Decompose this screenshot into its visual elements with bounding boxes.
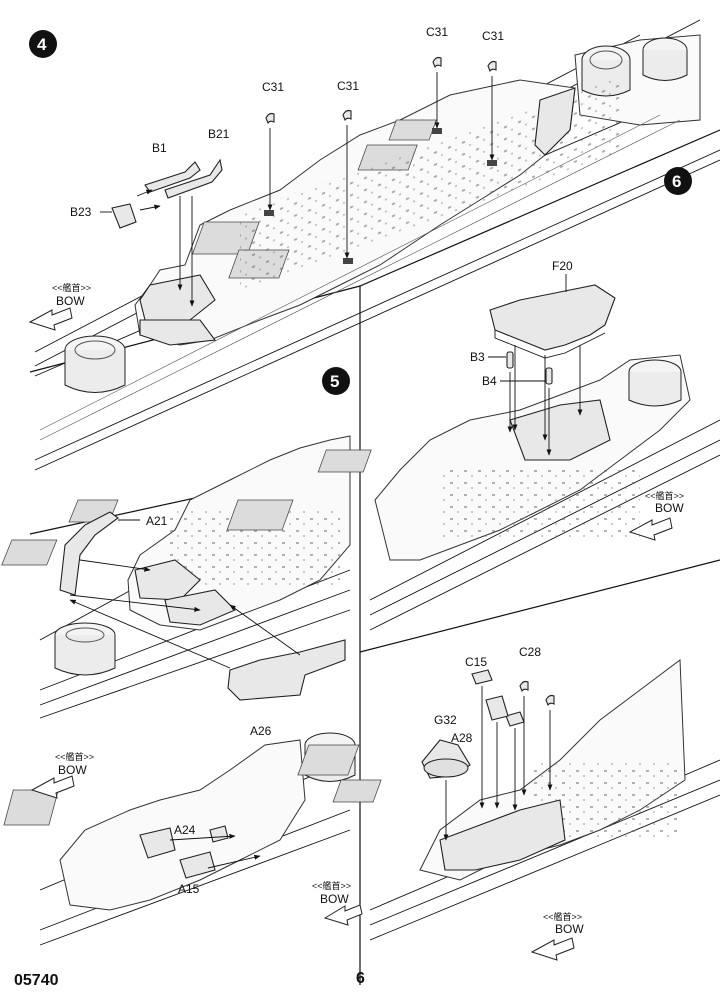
step-4-number: 4 xyxy=(37,35,47,54)
bow-arrow-icon xyxy=(323,904,363,926)
step-5-badge xyxy=(322,367,350,395)
page-number: 6 xyxy=(356,970,365,987)
label-b1: B1 xyxy=(152,141,167,155)
part-c31 xyxy=(264,56,497,264)
part-f20 xyxy=(489,284,616,441)
step-5-panel: 5 A21 A26 <<艦首>> BOW A24 A15 <<艦首>> BOW xyxy=(1,367,363,946)
label-a21: A21 xyxy=(146,514,168,528)
turret-fore-5 xyxy=(54,622,116,676)
bow-label: BOW xyxy=(58,763,87,777)
label-a26: A26 xyxy=(250,724,272,738)
label-c15: C15 xyxy=(465,655,487,669)
label-b3: B3 xyxy=(470,350,485,364)
label-b23: B23 xyxy=(70,205,92,219)
label-b21: B21 xyxy=(208,127,230,141)
step-4-badge xyxy=(29,30,57,58)
part-g32 xyxy=(421,739,471,841)
part-b4 xyxy=(545,367,553,385)
bow-label: BOW xyxy=(655,501,684,515)
label-c31: C31 xyxy=(262,80,284,94)
label-c28: C28 xyxy=(519,645,541,659)
part-b1-b21-b23 xyxy=(111,158,223,307)
part-b3 xyxy=(506,351,514,369)
bow-label-cn: <<艦首>> xyxy=(52,282,91,293)
label-a24: A24 xyxy=(174,823,196,837)
bow-arrow-icon xyxy=(30,775,75,799)
bow-label-cn: <<艦首>> xyxy=(645,490,684,501)
product-code: 05740 xyxy=(14,972,59,989)
bow-label-cn: <<艦首>> xyxy=(55,751,94,762)
bow-label-cn: <<艦首>> xyxy=(543,911,582,922)
part-c28 xyxy=(519,680,555,796)
step-5-number: 5 xyxy=(330,372,339,391)
step-6-number: 6 xyxy=(672,172,681,191)
part-c15 xyxy=(471,669,525,811)
step-6-panel: 6 F20 B3 B4 <<艦首>> BOW C15 C28 G32 A28 <… xyxy=(226,167,720,961)
label-a28: A28 xyxy=(451,731,473,745)
turret-aft xyxy=(581,37,688,97)
bow-arrow-icon xyxy=(28,307,73,331)
label-f20: F20 xyxy=(552,259,573,273)
step-6-badge xyxy=(664,167,692,195)
bow-label-cn: <<艦首>> xyxy=(312,880,351,891)
bow-label: BOW xyxy=(56,294,85,308)
label-c31: C31 xyxy=(426,25,448,39)
turret-fore xyxy=(64,335,126,393)
part-a28 xyxy=(485,695,509,809)
label-g32: G32 xyxy=(434,713,457,727)
bow-label: BOW xyxy=(555,922,584,936)
label-c31: C31 xyxy=(482,29,504,43)
turret-aft-6 xyxy=(628,359,682,407)
bow-arrow-icon xyxy=(628,517,673,541)
label-b4: B4 xyxy=(482,374,497,388)
label-c31: C31 xyxy=(337,79,359,93)
bow-label: BOW xyxy=(320,892,349,906)
part-a21 xyxy=(59,511,201,612)
step-4-panel: 4 C31 C31 C31 C31 B1 B21 B23 <<艦首>> BOW xyxy=(28,19,720,471)
bow-arrow-icon xyxy=(530,937,575,961)
label-a15: A15 xyxy=(178,882,200,896)
part-a26 xyxy=(69,599,346,701)
